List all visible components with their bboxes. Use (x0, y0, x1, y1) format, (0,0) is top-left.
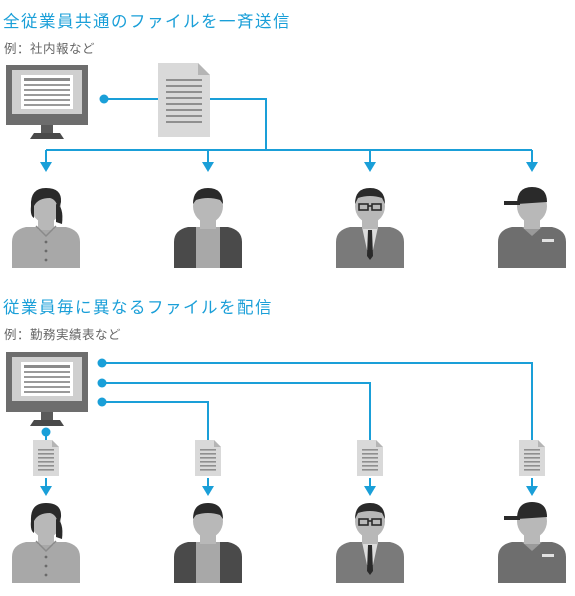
section-1-title: 全従業員共通のファイルを一斉送信 (3, 12, 291, 31)
section-1-example: 例：社内報など (4, 41, 96, 56)
recipient-cap-2 (498, 502, 566, 583)
connectors-1 (46, 98, 532, 151)
recipient-cap (498, 187, 566, 268)
recipient-casual (174, 188, 242, 268)
section-2-title: 従業員毎に異なるファイルを配信 (3, 298, 273, 317)
arrows-2 (40, 478, 538, 496)
individual-document-icons (33, 440, 545, 476)
recipient-female-2 (11, 502, 81, 584)
shared-document-icon (158, 63, 210, 137)
connector-dot (99, 94, 109, 104)
recipient-suit (335, 187, 405, 269)
sender-monitor-2 (6, 352, 88, 426)
connectors-2 (45, 362, 533, 440)
recipient-casual-2 (174, 503, 242, 583)
recipient-female (11, 187, 81, 269)
connector-dots-2 (41, 358, 107, 437)
arrows-1 (40, 150, 538, 172)
section-2-example: 例：勤務実績表など (4, 327, 122, 342)
recipient-suit-2 (335, 502, 405, 584)
sender-monitor-1 (6, 65, 88, 139)
